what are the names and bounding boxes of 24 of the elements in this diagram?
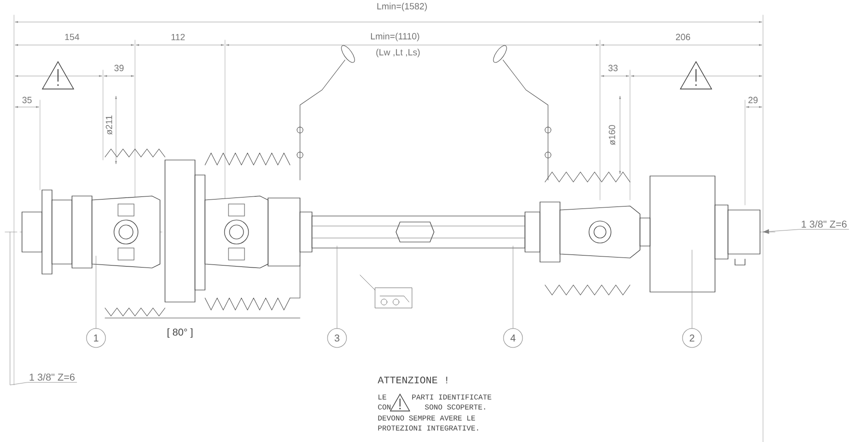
dimension-label: 35 (22, 96, 32, 104)
dimension-label: 33 (608, 64, 618, 72)
dimension-label: 29 (748, 96, 758, 104)
warning-heading: ATTENZIONE ! (378, 376, 448, 384)
spline-label: 1 3/8" Z=6 (802, 220, 847, 228)
dimension-label: Lmin=(1582) (377, 2, 427, 12)
spline-label: 1 3/8" Z=6 (30, 373, 75, 381)
dimension-label: ø211 (106, 116, 112, 135)
dimension-label: 154 (65, 34, 80, 40)
dimension-label: Lmin=(1110) (371, 32, 420, 42)
callout-number: 1 (86, 328, 106, 348)
dimension-label: 206 (676, 34, 690, 40)
leader-line (512, 246, 514, 328)
dimension-label: (Lw ,Lt ,Ls) (376, 48, 420, 58)
callout-number: 4 (503, 328, 523, 348)
callout-number: 2 (682, 328, 702, 348)
dimension-label: ø160 (608, 125, 616, 146)
callout-number: 3 (327, 328, 347, 348)
leader-line (336, 246, 338, 328)
dimension-label: 112 (172, 34, 185, 40)
angle-label: [ 80° ] (168, 328, 192, 338)
leader-line (762, 229, 849, 234)
dimension-label: 39 (114, 64, 124, 72)
leader-line (10, 232, 77, 386)
